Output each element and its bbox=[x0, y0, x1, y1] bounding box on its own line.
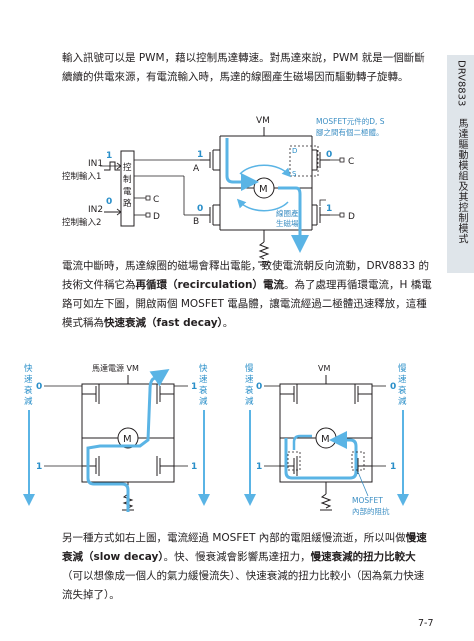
ctrl-out-c: C bbox=[153, 195, 159, 205]
svg-text:0: 0 bbox=[256, 382, 262, 392]
gate-d-value: 1 bbox=[326, 204, 332, 214]
svg-text:1: 1 bbox=[36, 462, 42, 472]
fast-decay-right-label: 快速衰減 bbox=[199, 363, 208, 407]
svg-text:0: 0 bbox=[390, 382, 396, 392]
chapter-side-tab bbox=[447, 55, 474, 273]
slow-decay-left-label: 慢速衰減 bbox=[245, 363, 254, 407]
svg-text:M: M bbox=[321, 434, 330, 445]
paragraph-pwm: 輸入訊號可以是 PWM，藉以控制馬達轉速。對馬達來說，PWM 就是一個斷斷續續的… bbox=[62, 52, 425, 83]
in1-desc: 控制輸入1 bbox=[62, 171, 101, 182]
fast-decay-left-label: 快速衰減 bbox=[24, 363, 33, 407]
paragraph-slow-decay: 另一種方式如右上圖，電流經過 MOSFET 內部的電阻緩慢流逝，所以叫做慢速衰減… bbox=[62, 532, 427, 601]
in2-desc: 控制輸入2 bbox=[62, 217, 101, 228]
ctrl-out-d: D bbox=[153, 212, 160, 222]
h-bridge-diagram: IN1 控制輸入1 1 IN2 控制輸入2 0 控制電路 C D A B 1 0… bbox=[62, 116, 387, 266]
chapter-title: 馬達驅動模組及其控制模式 bbox=[456, 118, 467, 244]
in1-label: IN1 bbox=[88, 159, 103, 169]
svg-text:1: 1 bbox=[191, 462, 197, 472]
slow-decay-diagram: 慢速衰減 慢速衰減 VM 0 1 0 1 M bbox=[244, 363, 409, 516]
note-mosfet-resistance: MOSFET 內部的阻抗 bbox=[352, 496, 390, 516]
svg-text:1: 1 bbox=[256, 462, 262, 472]
page-number: 7-7 bbox=[418, 618, 434, 629]
svg-text:0: 0 bbox=[36, 382, 42, 392]
svg-text:1: 1 bbox=[390, 462, 396, 472]
in1-value: 1 bbox=[106, 151, 112, 161]
slow-decay-right-label: 慢速衰減 bbox=[398, 363, 407, 407]
note-mosfet-diode: MOSFET元件的D, S 腳之間有個二極體。 bbox=[316, 116, 387, 137]
ctrl-block-label: 控制電路 bbox=[123, 162, 132, 209]
right-d: D bbox=[348, 212, 355, 222]
note-magnetic-field: 線圈產 生磁場 bbox=[276, 208, 301, 228]
right-c: C bbox=[348, 157, 354, 167]
node-a: A bbox=[193, 164, 200, 174]
gate-a-value: 1 bbox=[197, 150, 203, 160]
vm-label: VM bbox=[256, 116, 270, 126]
slow-vm-label: VM bbox=[318, 364, 330, 373]
node-b: B bbox=[193, 217, 199, 227]
svg-text:1: 1 bbox=[191, 382, 197, 392]
chapter-code: DRV8833 bbox=[455, 60, 467, 107]
paragraph-recirculation: 電流中斷時，馬達線圈的磁場會釋出電能，致使電流朝反向流動，DRV8833 的技術… bbox=[62, 260, 432, 329]
pin-s: S bbox=[292, 170, 297, 178]
fast-decay-diagram: 快速衰減 快速衰減 馬達電源 VM 0 1 1 1 M bbox=[23, 363, 210, 512]
pin-d: D bbox=[292, 147, 297, 155]
gate-b-value: 0 bbox=[197, 204, 203, 214]
gate-c-value: 0 bbox=[326, 150, 332, 160]
fast-vm-label: 馬達電源 VM bbox=[92, 363, 139, 373]
in2-label: IN2 bbox=[88, 205, 103, 215]
svg-text:M: M bbox=[123, 434, 132, 445]
in2-value: 0 bbox=[106, 197, 112, 207]
motor-label: M bbox=[259, 184, 268, 195]
